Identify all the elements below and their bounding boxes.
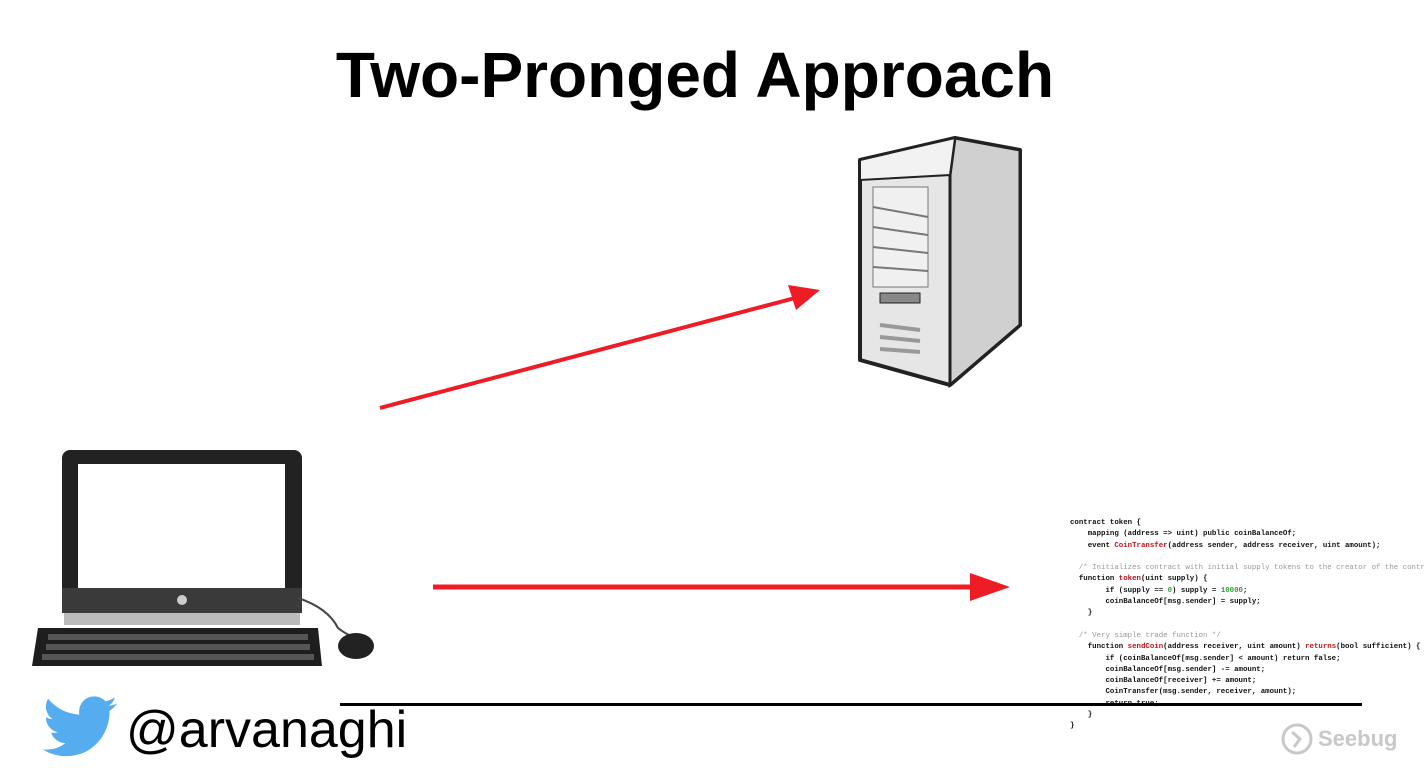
code-token: ) supply = — [1172, 586, 1221, 595]
twitter-bird-icon — [42, 696, 118, 757]
slide-title: Two-Pronged Approach — [335, 39, 1055, 111]
code-token: (address sender, address receiver, uint … — [1167, 541, 1381, 550]
code-line: /* Initializes contract with initial sup… — [1070, 563, 1424, 574]
seebug-label: Seebug — [1318, 726, 1398, 751]
code-line: function token(uint supply) { — [1070, 574, 1424, 585]
twitter-handle: @arvanaghi — [126, 701, 408, 759]
code-line: coinBalanceOf[msg.sender] = supply; — [1070, 597, 1424, 608]
code-line: event CoinTransfer(address sender, addre… — [1070, 541, 1424, 552]
code-token: (address receiver, uint amount) — [1163, 643, 1306, 652]
seebug-logo-icon — [1281, 723, 1313, 755]
code-token: ; — [1243, 586, 1248, 595]
code-token: if (coinBalanceOf[msg.sender] < amount) … — [1070, 654, 1341, 663]
code-line: if (supply == 0) supply = 10000; — [1070, 586, 1424, 597]
smart-contract-code: contract token { mapping (address => uin… — [1070, 518, 1424, 733]
code-line: } — [1070, 608, 1424, 619]
code-token: if (supply == — [1070, 586, 1168, 595]
desktop-computer-icon — [32, 450, 374, 666]
arrow-to-server — [379, 285, 820, 410]
code-line: coinBalanceOf[receiver] += amount; — [1070, 676, 1424, 687]
code-token: token — [1118, 575, 1141, 584]
code-line: function sendCoin(address receiver, uint… — [1070, 642, 1424, 653]
code-token: (uint supply) { — [1140, 575, 1208, 584]
code-token: contract token { — [1070, 519, 1141, 527]
code-token: 10000 — [1220, 586, 1243, 595]
code-token: coinBalanceOf[msg.sender] -= amount; — [1070, 665, 1266, 674]
code-line: } — [1070, 721, 1424, 732]
code-token: } — [1070, 722, 1075, 731]
code-line: } — [1070, 710, 1424, 721]
code-line: contract token { — [1070, 518, 1424, 529]
code-line — [1070, 620, 1424, 631]
code-token: /* Initializes contract with initial sup… — [1070, 564, 1424, 573]
code-line: /* Very simple trade function */ — [1070, 631, 1424, 642]
code-token: CoinTransfer — [1114, 541, 1168, 550]
code-token: CoinTransfer(msg.sender, receiver, amoun… — [1070, 688, 1297, 697]
code-line: if (coinBalanceOf[msg.sender] < amount) … — [1070, 654, 1424, 665]
code-line: CoinTransfer(msg.sender, receiver, amoun… — [1070, 687, 1424, 698]
code-token: 0 — [1167, 586, 1173, 595]
arrow-to-contract — [433, 573, 1010, 601]
seebug-watermark: Seebug — [1280, 722, 1397, 756]
code-token: function — [1070, 643, 1128, 652]
code-token: coinBalanceOf[receiver] += amount; — [1070, 677, 1257, 686]
server-icon — [858, 136, 1022, 389]
code-line — [1070, 552, 1424, 563]
code-token: event — [1070, 541, 1115, 550]
code-token: (bool sufficient) { — [1336, 643, 1421, 652]
code-token: } — [1070, 711, 1093, 720]
code-token: coinBalanceOf[msg.sender] = supply; — [1070, 598, 1261, 607]
footer-divider — [340, 703, 1362, 706]
code-token: mapping (address => uint) public coinBal… — [1070, 530, 1297, 539]
code-token: sendCoin — [1127, 643, 1164, 652]
code-token: /* Very simple trade function */ — [1070, 631, 1221, 640]
code-token: returns — [1305, 643, 1337, 652]
code-token: } — [1070, 609, 1093, 618]
code-line: mapping (address => uint) public coinBal… — [1070, 529, 1424, 540]
code-line: coinBalanceOf[msg.sender] -= amount; — [1070, 665, 1424, 676]
code-token: function — [1070, 575, 1119, 584]
